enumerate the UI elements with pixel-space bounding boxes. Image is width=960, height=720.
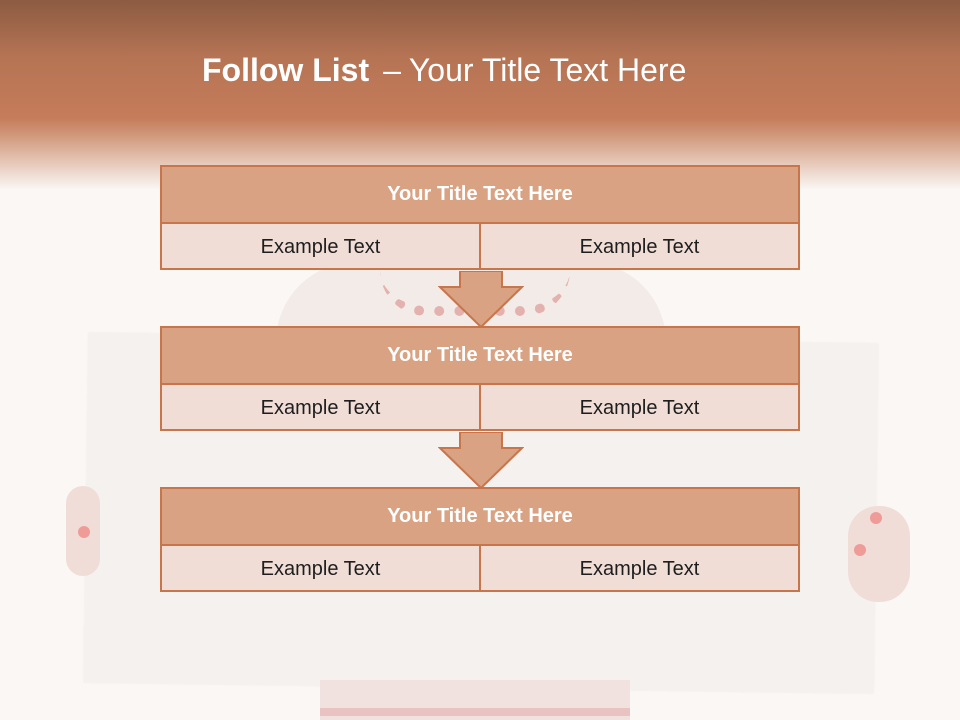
background-nail: [854, 544, 866, 556]
down-arrow-icon: [438, 271, 524, 329]
step-title: Your Title Text Here: [162, 328, 798, 385]
step-block-3: Your Title Text Here Example Text Exampl…: [160, 487, 800, 592]
step-cell-right: Example Text: [479, 224, 798, 270]
step-title: Your Title Text Here: [162, 167, 798, 224]
slide-title-bold: Follow List: [202, 52, 370, 88]
step-cell-right: Example Text: [479, 546, 798, 592]
down-arrow-icon: [438, 432, 524, 490]
background-skirt-band: [320, 708, 630, 716]
step-cell-left: Example Text: [260, 235, 381, 258]
slide-title-rest: Your Title Text Here: [408, 52, 687, 88]
step-title: Your Title Text Here: [162, 489, 798, 546]
step-row: Example Text Example Text: [162, 385, 798, 431]
background-nail: [870, 512, 882, 524]
background-nail: [78, 526, 90, 538]
background-left-hand: [66, 486, 100, 576]
step-cell-left: Example Text: [260, 396, 381, 419]
slide-title-dash: –: [383, 52, 401, 88]
step-cell-right: Example Text: [479, 385, 798, 431]
step-cell-left: Example Text: [260, 557, 381, 580]
header-band: [0, 0, 960, 190]
step-block-1: Your Title Text Here Example Text Exampl…: [160, 165, 800, 270]
step-row: Example Text Example Text: [162, 546, 798, 592]
background-right-hand: [848, 506, 910, 602]
step-block-2: Your Title Text Here Example Text Exampl…: [160, 326, 800, 431]
step-row: Example Text Example Text: [162, 224, 798, 270]
